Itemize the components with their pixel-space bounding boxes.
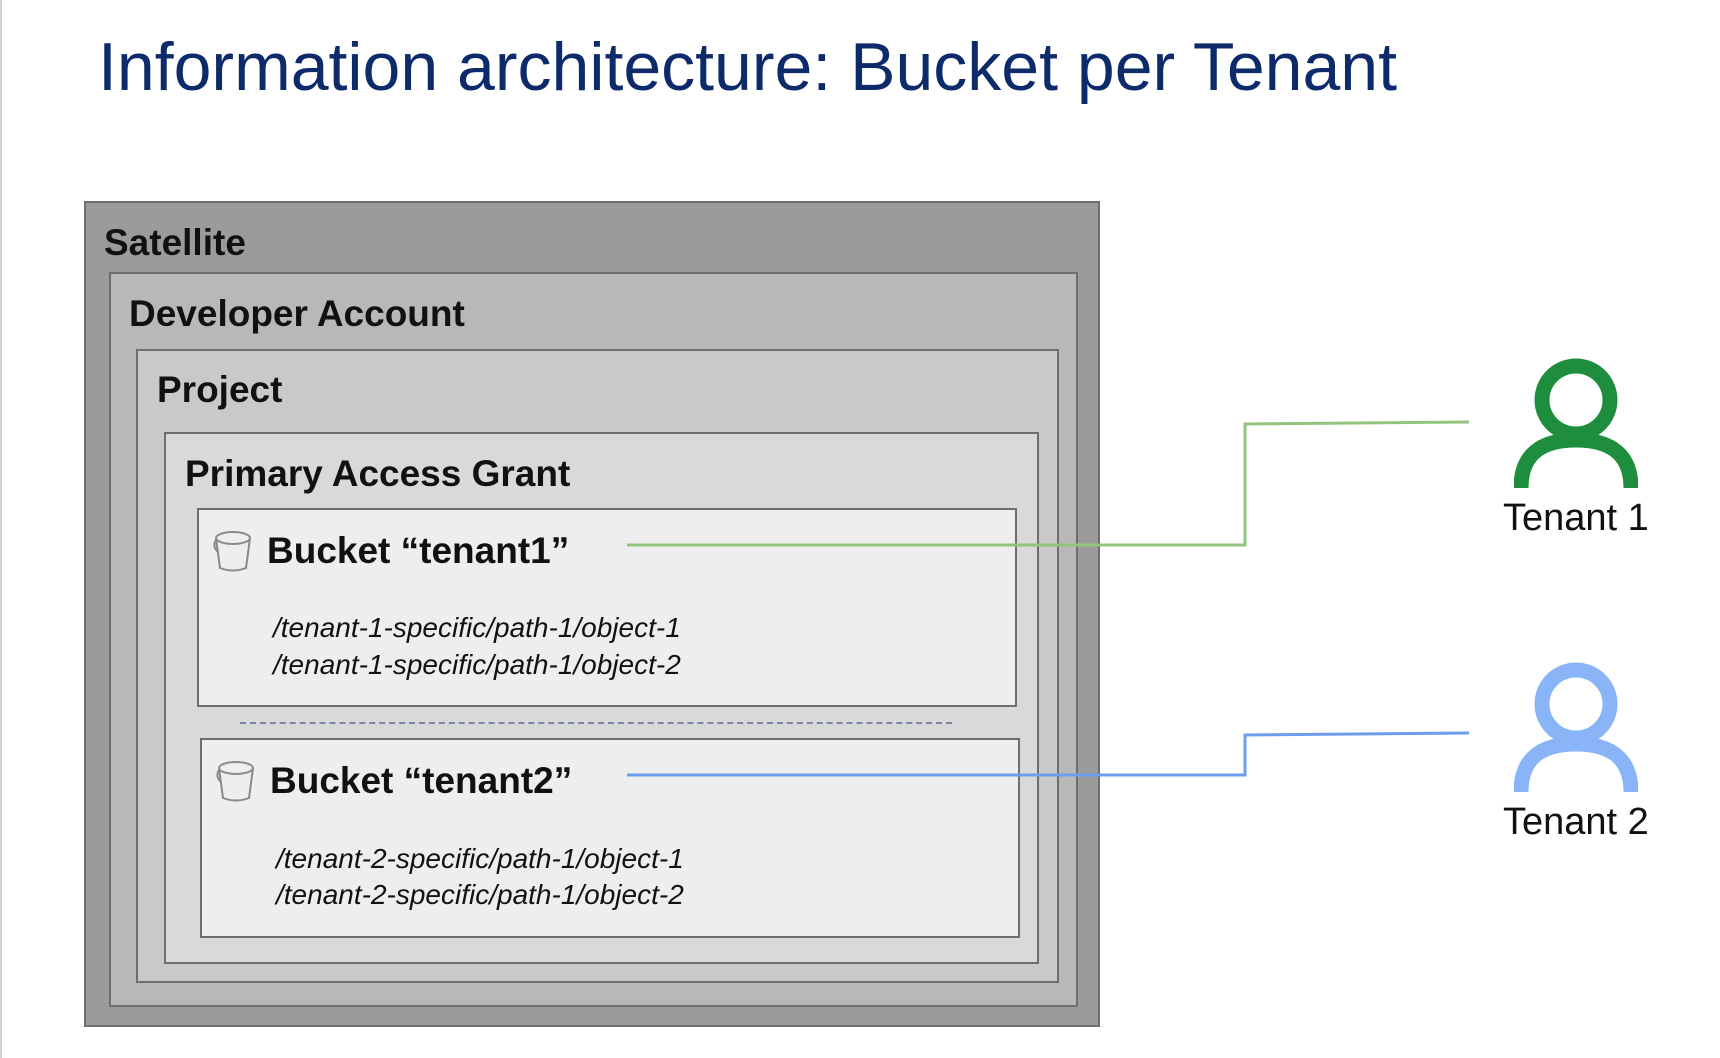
- slide-left-edge: [0, 0, 2, 1058]
- tenant2-label: Tenant 2: [1503, 801, 1649, 843]
- page-title: Information architecture: Bucket per Ten…: [98, 29, 1398, 105]
- object-path: /tenant-2-specific/path-1/object-1: [276, 843, 684, 874]
- bucket-divider: [240, 722, 952, 724]
- user-icon: [1514, 662, 1638, 793]
- developer-account-label: Developer Account: [129, 293, 465, 334]
- user-icon: [1514, 358, 1638, 489]
- bucket-icon: [216, 761, 254, 802]
- object-path: /tenant-1-specific/path-1/object-2: [273, 649, 681, 680]
- bucket-icon: [213, 531, 251, 572]
- bucket-tenant2-label: Bucket “tenant2”: [270, 760, 573, 801]
- satellite-label: Satellite: [104, 222, 246, 263]
- project-label: Project: [157, 369, 283, 410]
- object-path: /tenant-1-specific/path-1/object-1: [273, 612, 681, 643]
- bucket-tenant1-label: Bucket “tenant1”: [267, 530, 570, 571]
- primary-access-grant-label: Primary Access Grant: [185, 453, 571, 494]
- object-path: /tenant-2-specific/path-1/object-2: [276, 879, 684, 910]
- tenant1-label: Tenant 1: [1503, 497, 1649, 539]
